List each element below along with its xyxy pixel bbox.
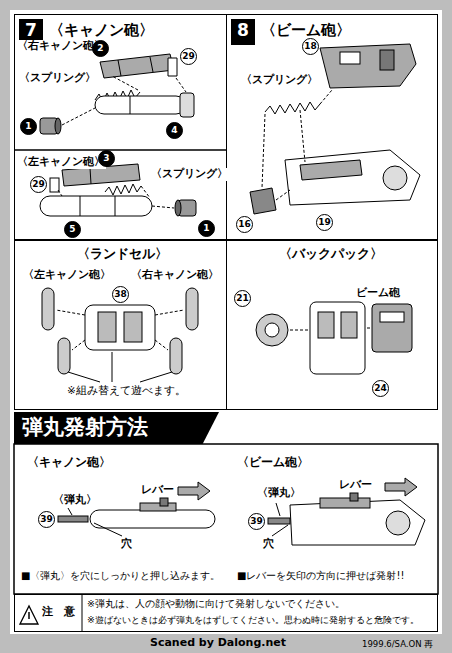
step-number: 8 — [231, 19, 255, 45]
caution-box: 注 意 ※弾丸は、人の顔や動物に向けて発射しないでください。 ※遊ばないときは必ず弾… — [14, 594, 438, 632]
callout-number: 38 — [112, 286, 129, 303]
print-code: 1999.6/SA.ON 再 — [362, 640, 433, 650]
callout-number: 2 — [92, 40, 109, 57]
section-panel: 〈ビーム砲〉 8 — [226, 14, 438, 240]
part-name: 〈左キャノン砲〉 — [16, 156, 106, 169]
callout-number: 18 — [302, 38, 319, 55]
callout-number: 1 — [198, 220, 215, 237]
part-name: 〈弾丸〉 — [52, 493, 98, 505]
step-number-text: 7 — [19, 21, 43, 41]
callout-number: 19 — [316, 214, 333, 231]
instruction-text: ■〈弾丸〉を穴にしっかりと押し込みます。 — [20, 570, 221, 582]
part-name: レバー — [140, 483, 175, 495]
callout-number: 29 — [180, 48, 197, 65]
note-text: ※組み替えて遊べます。 — [66, 384, 187, 396]
section-title: 〈バックパック〉 — [279, 247, 383, 262]
heading-text: 弾丸発射方法 — [22, 415, 148, 439]
part-name: 〈スプリング〉 — [240, 74, 319, 87]
section-subtitle: 〈ビーム砲〉 — [236, 456, 310, 470]
part-name: 穴 — [120, 537, 133, 549]
callout-number: 29 — [30, 176, 47, 193]
part-name: レバー — [338, 478, 373, 490]
section-title: 〈ランドセル〉 — [77, 247, 168, 262]
section-subtitle: 〈キャノン砲〉 — [26, 456, 112, 470]
callout-number: 5 — [64, 221, 81, 238]
watermark: Scaned by Dalong.net — [150, 637, 286, 650]
callout-number: 4 — [166, 122, 183, 139]
caution-title: 注 意 — [42, 606, 75, 619]
section-title: 〈ビーム砲〉 — [261, 22, 351, 39]
callout-number: 24 — [372, 380, 389, 397]
part-name: ビーム砲 — [355, 286, 401, 298]
part-name: 〈右キャノン砲〉 — [130, 268, 220, 280]
step-number-text: 8 — [231, 21, 255, 41]
callout-number: 3 — [98, 150, 115, 167]
callout-number: 1 — [20, 118, 37, 135]
part-name: 〈弾丸〉 — [256, 486, 302, 498]
heading-band: 弾丸発射方法 — [14, 412, 219, 444]
section-panel: 〈バックパック〉 — [226, 240, 438, 410]
part-name: 〈左キャノン砲〉 — [22, 268, 112, 280]
section-title: 〈キャノン砲〉 — [49, 22, 154, 39]
callout-number: 16 — [236, 216, 253, 233]
callout-number: 39 — [248, 513, 265, 530]
instruction-text: ■レバーを矢印の方向に押せば発射!! — [236, 570, 405, 582]
callout-number: 39 — [38, 511, 55, 528]
part-name: 穴 — [262, 537, 275, 549]
part-name: 〈スプリング〉 — [18, 72, 97, 85]
part-name: 〈スプリング〉 — [150, 168, 229, 181]
callout-number: 21 — [234, 290, 251, 307]
caution-note: ※弾丸は、人の顔や動物に向けて発射しないでください。 — [87, 599, 345, 610]
caution-note: ※遊ばないときは必ず弾丸をはずしてください。思わぬ時に発射すると危険です。 — [87, 615, 419, 626]
